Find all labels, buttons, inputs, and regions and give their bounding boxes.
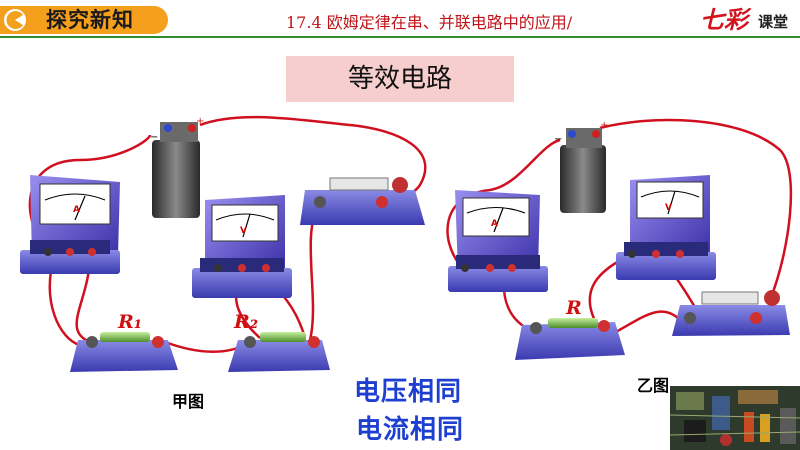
resistor-icon: R₁ (70, 311, 178, 372)
ammeter-icon: A (448, 190, 548, 292)
svg-text:+: + (600, 120, 608, 131)
svg-text:A: A (491, 219, 498, 229)
diagram-right-caption: 乙图 (637, 376, 670, 395)
r-label: R (565, 297, 582, 319)
svg-text:−: − (554, 134, 562, 145)
resistor-icon: R (515, 297, 625, 360)
r2-label: R₂ (233, 311, 258, 333)
voltmeter-icon: V (192, 195, 292, 298)
pacman-circle-icon (4, 9, 26, 31)
section-badge (0, 6, 168, 34)
knife-switch-icon (672, 290, 790, 336)
svg-text:+: + (196, 116, 204, 127)
battery-icon: − + (554, 120, 608, 213)
header-divider (0, 36, 800, 38)
section-title: 探究新知 (46, 8, 134, 32)
topic-title: 等效电路 (286, 56, 514, 102)
r1-label: R₁ (117, 311, 142, 333)
note-voltage-same: 电压相同 (354, 377, 463, 407)
resistor-icon: R₂ (228, 311, 330, 372)
note-current-same: 电流相同 (356, 415, 465, 445)
circuit-board-photo (669, 386, 800, 450)
knife-switch-icon (300, 177, 425, 225)
lesson-title: 17.4 欧姆定律在串、并联电路中的应用/ (286, 13, 573, 32)
diagram-left-caption: 甲图 (172, 392, 205, 411)
svg-text:V: V (665, 203, 672, 213)
ammeter-icon: A (20, 175, 120, 274)
svg-text:V: V (240, 226, 247, 236)
brand-logo-text: 课堂 (758, 13, 789, 31)
battery-icon: − + (150, 116, 204, 218)
voltmeter-icon: V (616, 175, 716, 280)
brand-logo-mark: 七彩 (700, 5, 748, 34)
svg-text:A: A (73, 205, 80, 215)
svg-text:−: − (150, 132, 158, 143)
